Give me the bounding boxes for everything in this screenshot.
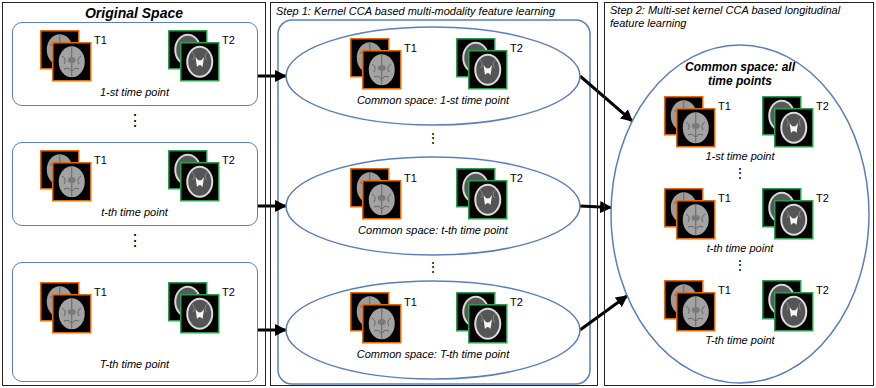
time-point-label: 1-st time point (14, 86, 256, 99)
t1-image-pair (41, 283, 91, 333)
modality-label: T2 (816, 100, 836, 112)
t2-image-pair (763, 97, 813, 147)
step-frame (278, 20, 590, 384)
t2-image-pair (169, 151, 219, 201)
modality-label: T1 (718, 284, 738, 296)
modality-label: T1 (94, 154, 114, 166)
t2-image-pair (169, 283, 219, 333)
t2-image-pair (763, 189, 813, 239)
time-point-label: Common space: all time points (680, 60, 800, 89)
modality-label: T1 (718, 192, 738, 204)
flow-arrow (258, 75, 286, 78)
modality-label: T2 (510, 42, 530, 54)
modality-label: T1 (404, 296, 424, 308)
t1-image-pair (351, 293, 401, 343)
flow-arrow (580, 76, 632, 121)
panel-heading: Step 1: Kernel CCA based multi-modality … (276, 5, 592, 18)
modality-label: T2 (816, 284, 836, 296)
all-time-ellipse: Common space: all time points 1-st time p… (610, 44, 870, 384)
time-point-label: 1-st time point (660, 150, 820, 163)
common-space-ellipse: Common space: t-th time point (285, 156, 581, 256)
t2-image-pair (457, 39, 507, 89)
ellipse-outline (286, 281, 580, 379)
t2-image-pair (763, 281, 813, 331)
panel-heading: Step 2: Multi-set kernel CCA based longi… (610, 4, 868, 30)
t1-image-pair (665, 97, 715, 147)
time-point-box: t-th time point (12, 142, 258, 226)
common-space-ellipse: Common space: T-th time point (285, 280, 581, 380)
modality-label: T2 (510, 172, 530, 184)
time-point-label: T-th time point (660, 334, 820, 347)
ellipsis-mark: ⋮ (423, 260, 443, 275)
modality-label: T1 (94, 34, 114, 46)
ellipsis-mark: ⋮ (730, 258, 750, 273)
time-point-label: Common space: t-th time point (303, 224, 563, 237)
flow-arrow (580, 206, 611, 208)
panel: Step 1: Kernel CCA based multi-modality … (270, 2, 598, 386)
ellipsis-mark: ⋮ (730, 166, 750, 181)
t2-image-pair (169, 31, 219, 81)
modality-label: T1 (94, 286, 114, 298)
ellipse-outline (285, 280, 581, 380)
t2-image-pair (457, 293, 507, 343)
t2-image-pair (457, 169, 507, 219)
panel: Step 2: Multi-set kernel CCA based longi… (604, 2, 874, 386)
t1-image-pair (665, 189, 715, 239)
modality-label: T2 (222, 286, 242, 298)
modality-label: T1 (718, 100, 738, 112)
modality-label: T2 (222, 154, 242, 166)
ellipse-outline (285, 26, 581, 126)
panel: Original Space 1-st time point t-th time p… (2, 2, 266, 386)
ellipse-outline (285, 156, 581, 256)
t1-image-pair (41, 31, 91, 81)
t1-image-pair (41, 151, 91, 201)
time-point-label: t-th time point (660, 242, 820, 255)
modality-label: T1 (404, 172, 424, 184)
ellipse-outline (286, 27, 580, 125)
time-point-box: T-th time point (12, 262, 258, 382)
t1-image-pair (351, 39, 401, 89)
ellipse-outline (611, 45, 869, 383)
time-point-box: 1-st time point (12, 22, 258, 106)
t1-image-pair (665, 281, 715, 331)
time-point-label: Common space: T-th time point (303, 348, 563, 361)
common-space-ellipse: Common space: 1-st time point (285, 26, 581, 126)
ellipsis-mark: ⋮ (423, 131, 443, 146)
panel-heading: Original Space (4, 5, 264, 22)
time-point-label: T-th time point (14, 358, 256, 371)
ellipse-outline (610, 44, 870, 384)
ellipse-outline (286, 157, 580, 255)
modality-label: T1 (404, 42, 424, 54)
time-point-label: t-th time point (14, 206, 256, 219)
modality-label: T2 (510, 296, 530, 308)
modality-label: T2 (222, 34, 242, 46)
flow-arrow (258, 205, 286, 208)
time-point-label: Common space: 1-st time point (303, 94, 563, 107)
t1-image-pair (351, 169, 401, 219)
modality-label: T2 (816, 192, 836, 204)
ellipsis-mark: ⋮ (125, 112, 145, 130)
flow-arrow (258, 329, 286, 332)
ellipsis-mark: ⋮ (125, 232, 145, 250)
